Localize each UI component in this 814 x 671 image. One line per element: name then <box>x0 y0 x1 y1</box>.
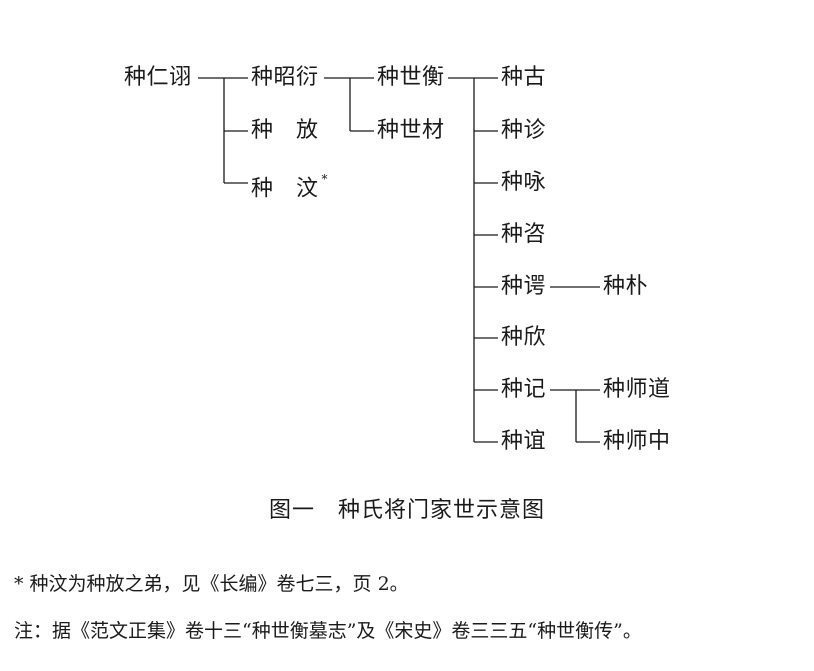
node-root: 种仁诩 <box>124 65 192 90</box>
node-gen2-shiheng: 种世衡 <box>377 65 445 90</box>
node-gen1-zhaoyan: 种昭衍 <box>251 65 319 90</box>
footnote-star: * <box>321 172 329 186</box>
node-gen4-pu: 种朴 <box>603 274 649 299</box>
node-gen3-zi: 种咨 <box>501 222 547 247</box>
node-gen3-xin: 种欣 <box>501 325 547 350</box>
node-gen1-wen: 种 汶 <box>251 176 319 202</box>
node-gen1-fang: 种 放 <box>251 118 319 143</box>
node-gen3-yong: 种咏 <box>501 170 547 195</box>
node-gen3-zhen: 种诊 <box>501 118 547 143</box>
node-gen4-shidao: 种师道 <box>603 377 671 402</box>
node-gen3-gu: 种古 <box>501 65 547 90</box>
node-gen1-wen-wrap: 种 汶* <box>251 170 328 202</box>
node-gen2-shicai: 种世材 <box>377 118 445 143</box>
node-gen4-shizhong: 种师中 <box>603 429 671 454</box>
genealogy-tree-lines <box>198 77 600 443</box>
node-gen3-yi: 种谊 <box>501 429 547 454</box>
node-gen3-ji: 种记 <box>501 377 547 402</box>
source-note: 注：据《范文正集》卷十三“种世衡墓志”及《宋史》卷三三五“种世衡传”。 <box>14 620 642 642</box>
footnote-star-note: * 种汶为种放之弟，见《长编》卷七三，页 2。 <box>14 573 409 595</box>
node-gen3-e: 种谔 <box>501 274 547 299</box>
figure-caption: 图一 种氏将门家世示意图 <box>268 498 545 523</box>
